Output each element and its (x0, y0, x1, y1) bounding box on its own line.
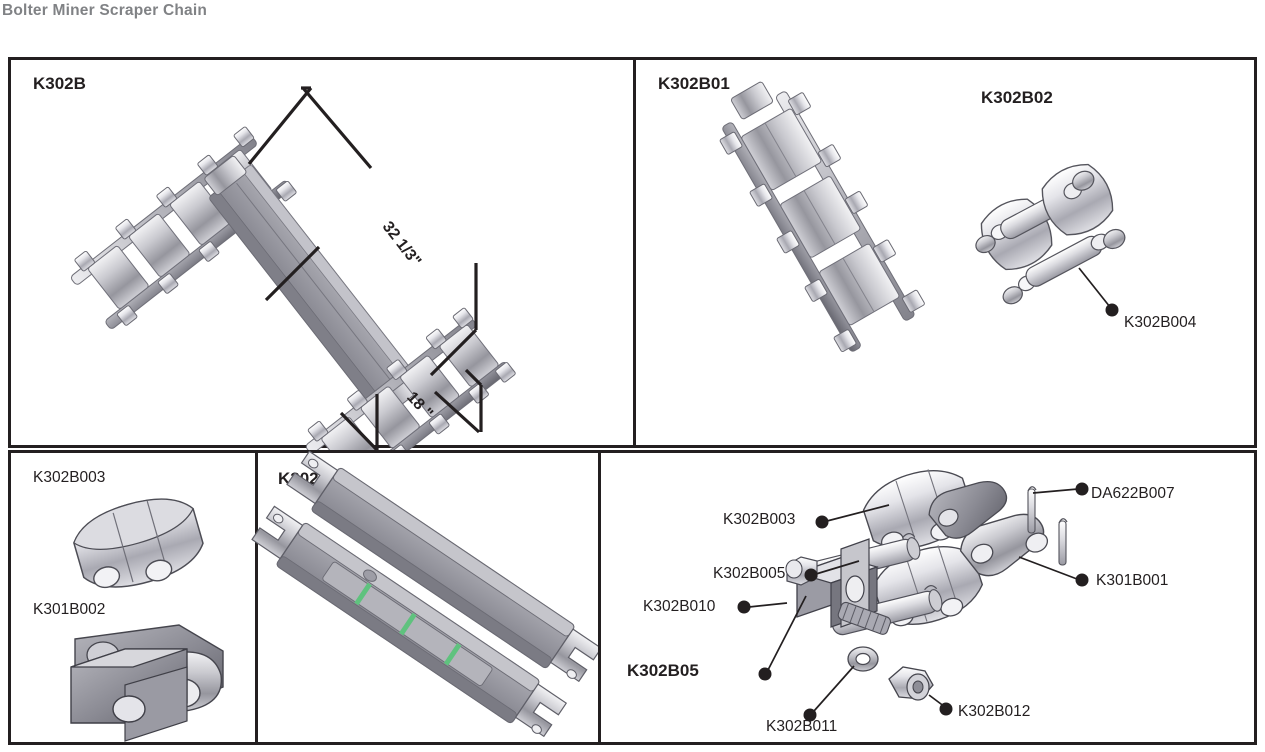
label-k302b003: K302B003 (33, 469, 106, 486)
callout-k302b004 (1078, 267, 1119, 317)
cotter-pin-1 (1027, 486, 1037, 534)
exploded-drawing (737, 469, 1089, 722)
callout-label-k302b012: K302B012 (958, 703, 1031, 720)
panel-exploded-assembly: K302B05 K302B003 K302B005 K302B010 DA622… (598, 450, 1257, 745)
flight-bar-front (251, 505, 568, 738)
wear-indicator-stripes (354, 582, 462, 666)
panel-title-k302b01: K302B01 (658, 74, 730, 93)
washer-part (847, 646, 879, 672)
callout-label-k302b004: K302B004 (1124, 314, 1197, 331)
assembly-drawing (71, 86, 516, 498)
callout-leaders (737, 482, 1089, 722)
side-plate-rear (928, 481, 1008, 539)
label-k301b002: K301B002 (33, 601, 106, 618)
callout-label-k302b010: K302B010 (643, 598, 716, 615)
panel-assembly-k302b: K302B (8, 57, 636, 498)
roller-link-part (73, 498, 204, 589)
panel-title-k302b: K302B (33, 74, 86, 93)
bracket-link-part (70, 624, 224, 742)
panel-title-k302b02: K302B02 (981, 88, 1053, 107)
flight-bar-drawing (251, 450, 603, 738)
callout-label-k302b005: K302B005 (713, 565, 786, 582)
chain-segment (719, 81, 925, 353)
cotter-pin-2 (1058, 518, 1068, 566)
links-drawing (70, 498, 224, 742)
side-plate-upper (959, 513, 1049, 577)
dimension-line-overall (247, 86, 478, 377)
panel-flight-bar: K302B04 (251, 450, 603, 745)
dimension-line-flight (339, 368, 483, 452)
flight-bar-rear (286, 450, 603, 683)
callout-label-k301b001: K301B001 (1096, 572, 1169, 589)
threaded-stud (837, 601, 892, 635)
hex-nut-part (888, 666, 934, 701)
panel-individual-links: K302B003 K301B002 (8, 450, 258, 745)
panel-title-k302b05: K302B05 (627, 661, 699, 680)
page-title: Bolter Miner Scraper Chain (2, 2, 208, 19)
callout-label-da622b007: DA622B007 (1091, 485, 1175, 502)
center-flight-bar (204, 155, 418, 415)
callout-label-k302b003: K302B003 (723, 511, 796, 528)
connector-link (975, 163, 1126, 305)
panel-chain-and-connector: K302B01 K302B02 (633, 57, 1257, 448)
chain-section-drawing (719, 81, 1126, 353)
callout-label-k302b011: K302B011 (766, 718, 838, 735)
